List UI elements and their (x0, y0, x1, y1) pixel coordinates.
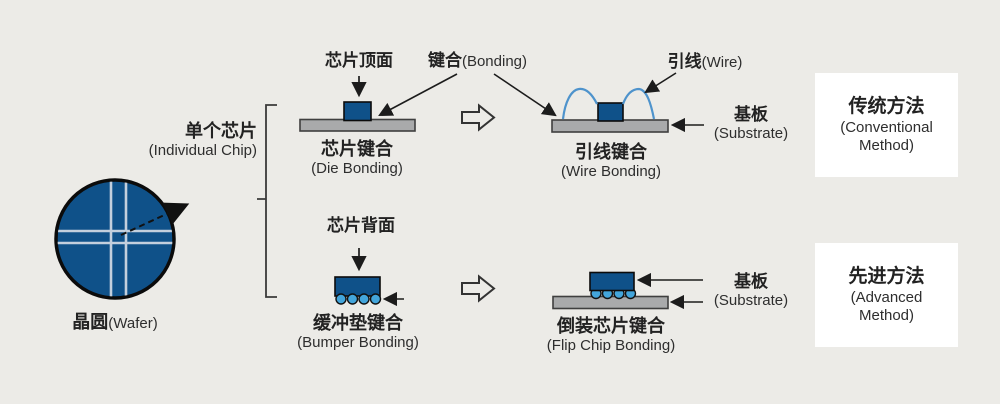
conventional-method-box: 传统方法 (Conventional Method) (815, 73, 958, 177)
wafer-label-en: (Wafer) (108, 315, 158, 332)
wire-bonding-chip (597, 102, 624, 122)
wafer-grid-lines (57, 181, 173, 297)
flow-arrow-top-icon (461, 103, 496, 132)
individual-chip-label: 单个芯片 (Individual Chip) (100, 121, 257, 160)
wire-bonding-label-zh: 引线键合 (575, 142, 647, 162)
conventional-method-en-2: Method) (858, 136, 915, 154)
flip-chip-bonding-label-zh: 倒装芯片键合 (557, 316, 665, 336)
flip-chip-bonding-label: 倒装芯片键合 (Flip Chip Bonding) (536, 316, 686, 355)
wire-label-en: (Wire) (701, 54, 743, 71)
wire-label-zh: 引线 (667, 52, 702, 71)
advanced-method-zh: 先进方法 (848, 266, 925, 288)
wafer-to-chip-dashed-arrow (120, 202, 190, 236)
wire-bonding-icon (551, 72, 704, 133)
bumper-bonding-label: 缓冲垫键合 (Bumper Bonding) (283, 313, 433, 352)
bonding-arrow-left (378, 73, 458, 117)
substrate-bottom-label: 基板 (Substrate) (691, 272, 811, 310)
chip-back-label: 芯片背面 (327, 216, 395, 235)
bumper-bonding-label-zh: 缓冲垫键合 (313, 313, 403, 333)
die-bonding-icon (299, 76, 416, 132)
flip-chip-bonding-icon (552, 271, 703, 310)
bond-wire-right (621, 87, 656, 120)
substrate-top-label: 基板 (Substrate) (691, 105, 811, 143)
die-bonding-label-zh: 芯片键合 (321, 139, 393, 159)
bonding-arrow-right (493, 73, 557, 117)
individual-chip-label-en: (Individual Chip) (148, 142, 257, 160)
bumper-bonding-chip (334, 276, 381, 297)
bumper-bumps (335, 293, 382, 305)
substrate-top-label-en: (Substrate) (713, 125, 789, 143)
individual-chip-label-zh: 单个芯片 (185, 121, 257, 141)
wire-label: 引线(Wire) (650, 52, 760, 73)
wafer-circle (54, 178, 176, 300)
bond-wire-left (561, 87, 598, 120)
wire-bonding-label-en: (Wire Bonding) (560, 163, 662, 181)
advanced-method-box: 先进方法 (Advanced Method) (815, 243, 958, 347)
bonding-label-zh: 键合 (427, 51, 462, 70)
wire-label-arrow (644, 72, 677, 94)
flip-chip-chip (589, 271, 635, 292)
individual-chip-bracket (257, 104, 277, 298)
die-bonding-chip (343, 101, 372, 122)
bumper-bonding-icon (334, 248, 404, 307)
wire-bonding-substrate (551, 119, 669, 133)
conventional-method-en-1: (Conventional (840, 118, 933, 136)
bonding-label-en: (Bonding) (461, 53, 528, 70)
wire-bonding-label: 引线键合 (Wire Bonding) (551, 142, 671, 181)
advanced-method-en-2: Method) (858, 306, 915, 324)
bumper-bonding-label-en: (Bumper Bonding) (297, 334, 419, 352)
conventional-method-zh: 传统方法 (848, 96, 925, 118)
flip-chip-bonding-label-en: (Flip Chip Bonding) (546, 337, 676, 355)
bonding-label: 键合(Bonding) (420, 51, 535, 72)
wafer-label: 晶圆(Wafer) (35, 312, 195, 334)
advanced-method-en-1: (Advanced (850, 288, 923, 306)
substrate-bottom-label-en: (Substrate) (713, 292, 789, 310)
die-bonding-label-en: (Die Bonding) (311, 160, 403, 178)
wafer-label-zh: 晶圆 (72, 312, 109, 332)
wafer-icon (54, 178, 190, 300)
substrate-top-label-zh: 基板 (734, 105, 768, 124)
chip-top-label: 芯片顶面 (325, 51, 393, 70)
die-bonding-label: 芯片键合 (Die Bonding) (297, 139, 417, 178)
substrate-bottom-label-zh: 基板 (734, 272, 768, 291)
flow-arrow-bottom-icon (461, 274, 496, 303)
